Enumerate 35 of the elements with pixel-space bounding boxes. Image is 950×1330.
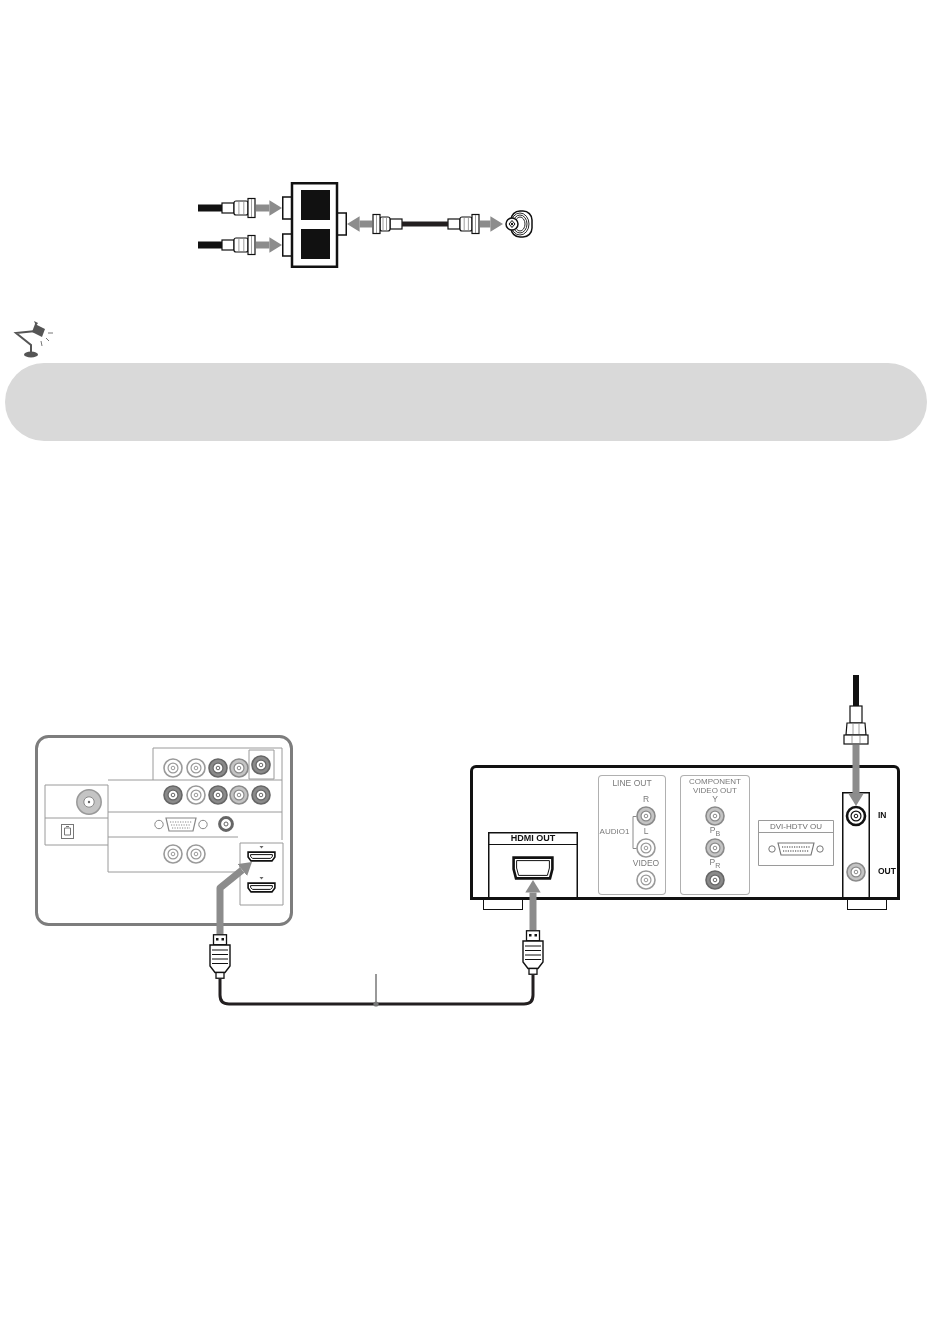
coax-plug [842,675,870,745]
coax-plug [198,198,256,218]
hdmi-port [247,851,276,862]
wall-outlet [503,210,533,238]
cable [218,975,535,1006]
coax-plug [198,235,256,255]
jack-label: Y [711,795,719,805]
jack-label: OUT [878,867,896,877]
arrow [216,862,252,934]
jack-label: IN [878,811,887,821]
hdmi-port [512,856,554,880]
port-panel [758,820,834,866]
jack-panel [598,775,666,895]
port-panel [488,832,578,900]
arrow [848,745,864,806]
cable [402,221,448,227]
hdmi-plug [521,930,545,975]
jack-label: VIDEO [631,859,661,869]
hdmi-plug [208,934,232,979]
panel-label: COMPONENT VIDEO OUT [688,777,742,796]
panel-label: LINE OUT [611,779,653,789]
jack-panel [680,775,750,895]
arrow [525,880,541,930]
cable-splitter [282,182,347,268]
tv-rear-panel [35,735,293,926]
jack-label: L [642,827,650,837]
panel-label: DVI-HDTV OU [758,821,834,834]
arrow [347,216,372,232]
jack-label: AUDIO1 [598,827,631,837]
panel-label: HDMI OUT [488,832,578,846]
jack-label: R [641,795,651,805]
coax-plug [448,213,480,235]
jack-label: P$_{R}$ [708,858,722,870]
coax-plug [372,213,402,235]
jack-label: P$_{B}$ [708,826,722,838]
